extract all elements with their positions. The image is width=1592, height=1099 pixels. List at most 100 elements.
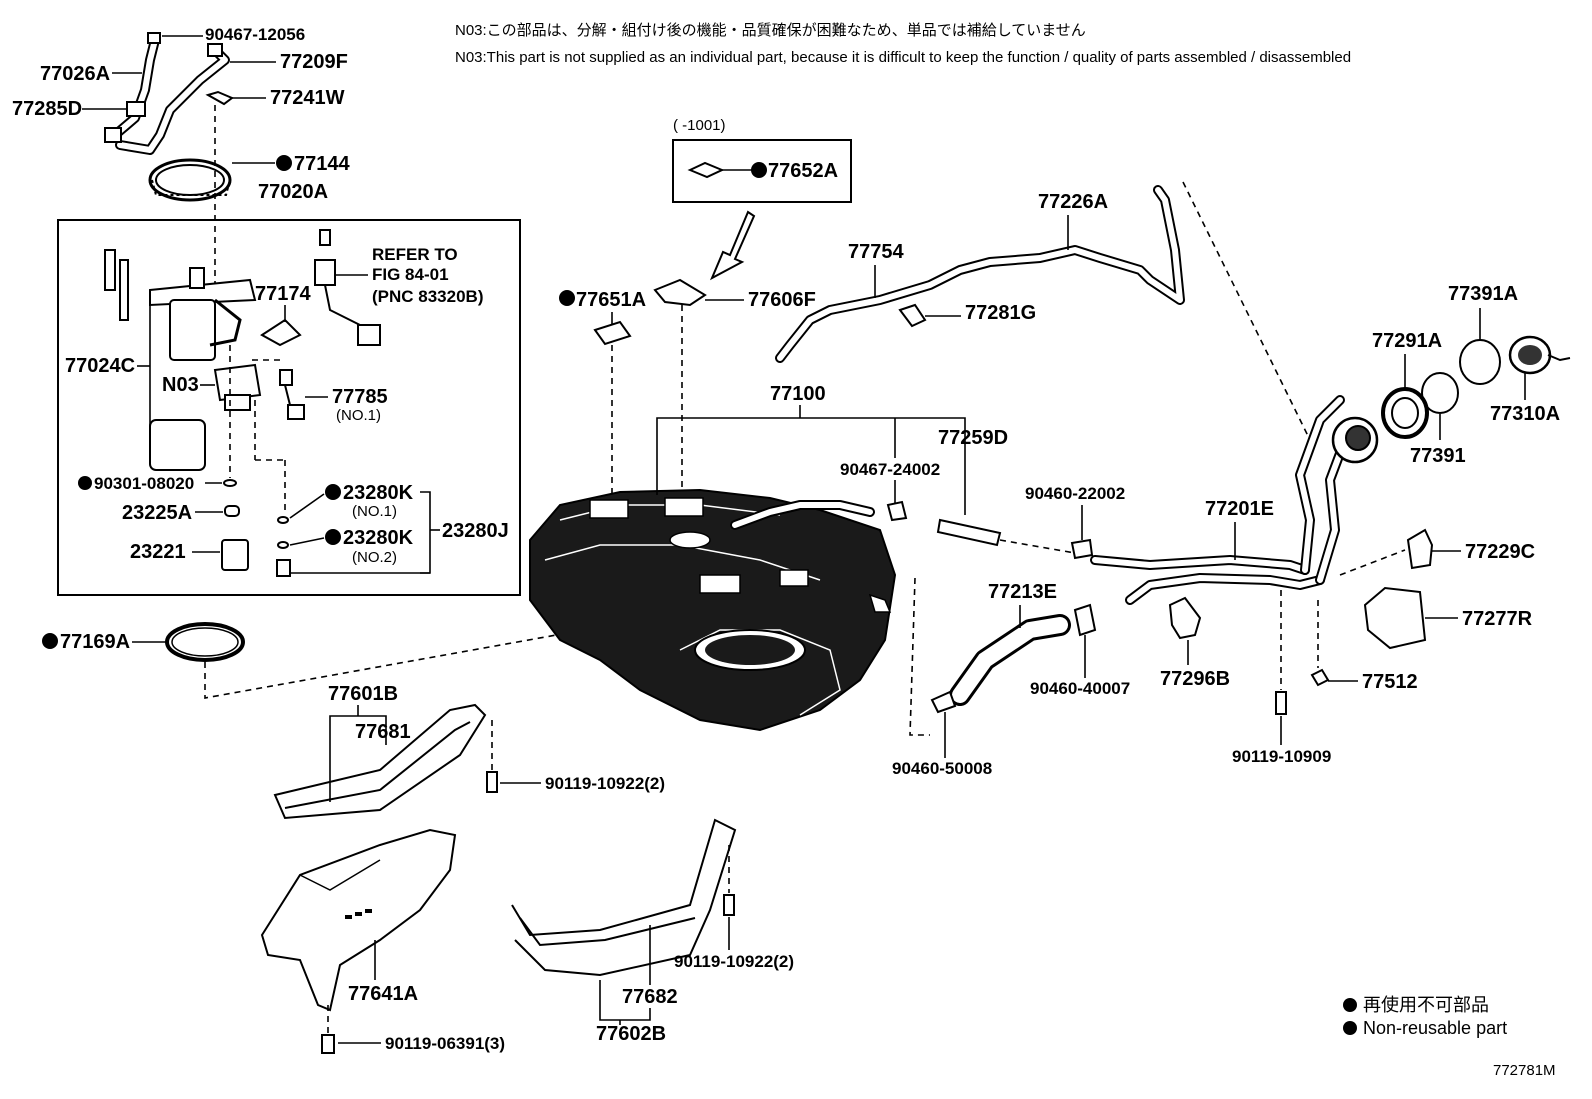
label-77259D: 77259D <box>938 427 1008 449</box>
label-90460-50008: 90460-50008 <box>892 759 992 778</box>
bolt-90119-10909 <box>1275 691 1287 715</box>
clamp-90460-50008 <box>930 690 957 714</box>
label-77296B: 77296B <box>1160 668 1230 690</box>
label-77144: 77144 <box>294 153 350 175</box>
label-77291A: 77291A <box>1372 330 1442 352</box>
label-90460-22002: 90460-22002 <box>1025 484 1125 503</box>
label-77026A: 77026A <box>40 63 110 85</box>
housing-77277R <box>1363 586 1427 650</box>
label-77681: 77681 <box>355 721 411 743</box>
label-77785-sub: (NO.1) <box>336 407 381 424</box>
inset-box <box>672 139 852 203</box>
label-77391A: 77391A <box>1448 283 1518 305</box>
fuel-pump-module <box>104 229 381 577</box>
sender-gasket <box>653 278 707 307</box>
non-reusable-dot <box>78 476 92 490</box>
hose-77213E <box>949 614 1071 706</box>
ring-77391A <box>1459 339 1501 385</box>
label-90460-40007: 90460-40007 <box>1030 679 1130 698</box>
refer-line1: REFER TO <box>372 245 458 264</box>
vent-tube <box>775 185 1185 363</box>
label-23225A: 23225A <box>122 502 192 524</box>
label-90119-10922-a: 90119-10922(2) <box>545 774 665 793</box>
label-77226A: 77226A <box>1038 191 1108 213</box>
clamp-77296B <box>1168 596 1202 640</box>
label-77310A: 77310A <box>1490 403 1560 425</box>
label-90467-24002: 90467-24002 <box>840 460 940 479</box>
label-90119-06391: 90119-06391(3) <box>385 1034 505 1053</box>
refer-line2: FIG 84-01 <box>372 265 449 284</box>
legend-dot-jp <box>1343 998 1357 1012</box>
pointer-arrow <box>709 210 756 281</box>
label-77229C: 77229C <box>1465 541 1535 563</box>
clip-77512 <box>1310 668 1330 687</box>
non-reusable-dot <box>42 633 58 649</box>
clamp-90460-22002 <box>1070 538 1094 560</box>
label-77785: 77785 <box>332 386 388 408</box>
label-77281G: 77281G <box>965 302 1036 324</box>
figure-id: 772781M <box>1493 1062 1556 1079</box>
fuel-line-assembly <box>104 32 234 155</box>
bolt-90119-06391 <box>321 1034 335 1054</box>
label-23280J: 23280J <box>442 520 509 542</box>
retainer-ring <box>148 158 232 202</box>
label-90119-10909: 90119-10909 <box>1232 747 1331 766</box>
tank-pad <box>593 320 632 346</box>
label-77606F: 77606F <box>748 289 816 311</box>
label-77512: 77512 <box>1362 671 1418 693</box>
label-77754: 77754 <box>848 241 904 263</box>
refer-line3: (PNC 83320B) <box>372 287 484 306</box>
tank-gasket <box>165 622 245 662</box>
label-77209F: 77209F <box>280 51 348 73</box>
label-77641A: 77641A <box>348 983 418 1005</box>
label-77174: 77174 <box>255 283 311 305</box>
label-90119-10922-b: 90119-10922(2) <box>674 952 794 971</box>
clamp-90460-40007 <box>1073 603 1097 637</box>
clip-77229C <box>1406 528 1434 570</box>
bolt-90119-10922-b <box>723 894 735 916</box>
non-reusable-dot <box>751 162 767 178</box>
legend-en: Non-reusable part <box>1363 1018 1507 1038</box>
note-en: N03:This part is not supplied as an indi… <box>455 49 1351 66</box>
filler-pipe <box>1090 395 1379 605</box>
label-77682: 77682 <box>622 986 678 1008</box>
note-jp: N03:この部品は、分解・組付け後の機能・品質確保が困難なため、単品では補給して… <box>455 21 1086 39</box>
fuel-tank <box>529 488 897 732</box>
non-reusable-dot <box>559 290 575 306</box>
non-reusable-dot <box>325 484 341 500</box>
legend-dot-en <box>1343 1021 1357 1035</box>
hose-77259D <box>936 518 1002 547</box>
label-77651A: 77651A <box>576 289 646 311</box>
label-77601B: 77601B <box>328 683 398 705</box>
label-77020A: 77020A <box>258 181 328 203</box>
label-77213E: 77213E <box>988 581 1057 603</box>
label-77277R: 77277R <box>1462 608 1533 630</box>
label-23221: 23221 <box>130 541 186 563</box>
legend-jp: 再使用不可部品 <box>1363 995 1489 1015</box>
label-77391: 77391 <box>1410 445 1466 467</box>
fuel-cap <box>1508 335 1571 375</box>
label-23280K-1: 23280K <box>343 482 414 504</box>
label-77285D: 77285D <box>12 98 82 120</box>
fuel-pump-box <box>57 219 521 596</box>
fuel-tank-strap-77601B <box>273 703 487 820</box>
inset-range-label: ( -1001) <box>673 117 726 134</box>
fuel-tank-protector-77641A <box>260 828 457 1012</box>
ring-77391 <box>1421 372 1459 414</box>
label-77652A: 77652A <box>768 160 838 182</box>
clip-90467-24002 <box>886 500 908 522</box>
label-77241W: 77241W <box>270 87 345 109</box>
label-23280K-1-sub: (NO.1) <box>352 503 397 520</box>
label-90301-08020: 90301-08020 <box>94 474 194 493</box>
non-reusable-dot <box>276 155 292 171</box>
label-77100: 77100 <box>770 383 826 405</box>
label-77169A: 77169A <box>60 631 130 653</box>
label-23280K-2: 23280K <box>343 527 414 549</box>
label-N03: N03 <box>162 374 199 396</box>
label-77024C: 77024C <box>65 355 135 377</box>
bolt-90119-10922-a <box>486 771 498 793</box>
label-77201E: 77201E <box>1205 498 1274 520</box>
non-reusable-dot <box>325 529 341 545</box>
label-23280K-2-sub: (NO.2) <box>352 549 397 566</box>
